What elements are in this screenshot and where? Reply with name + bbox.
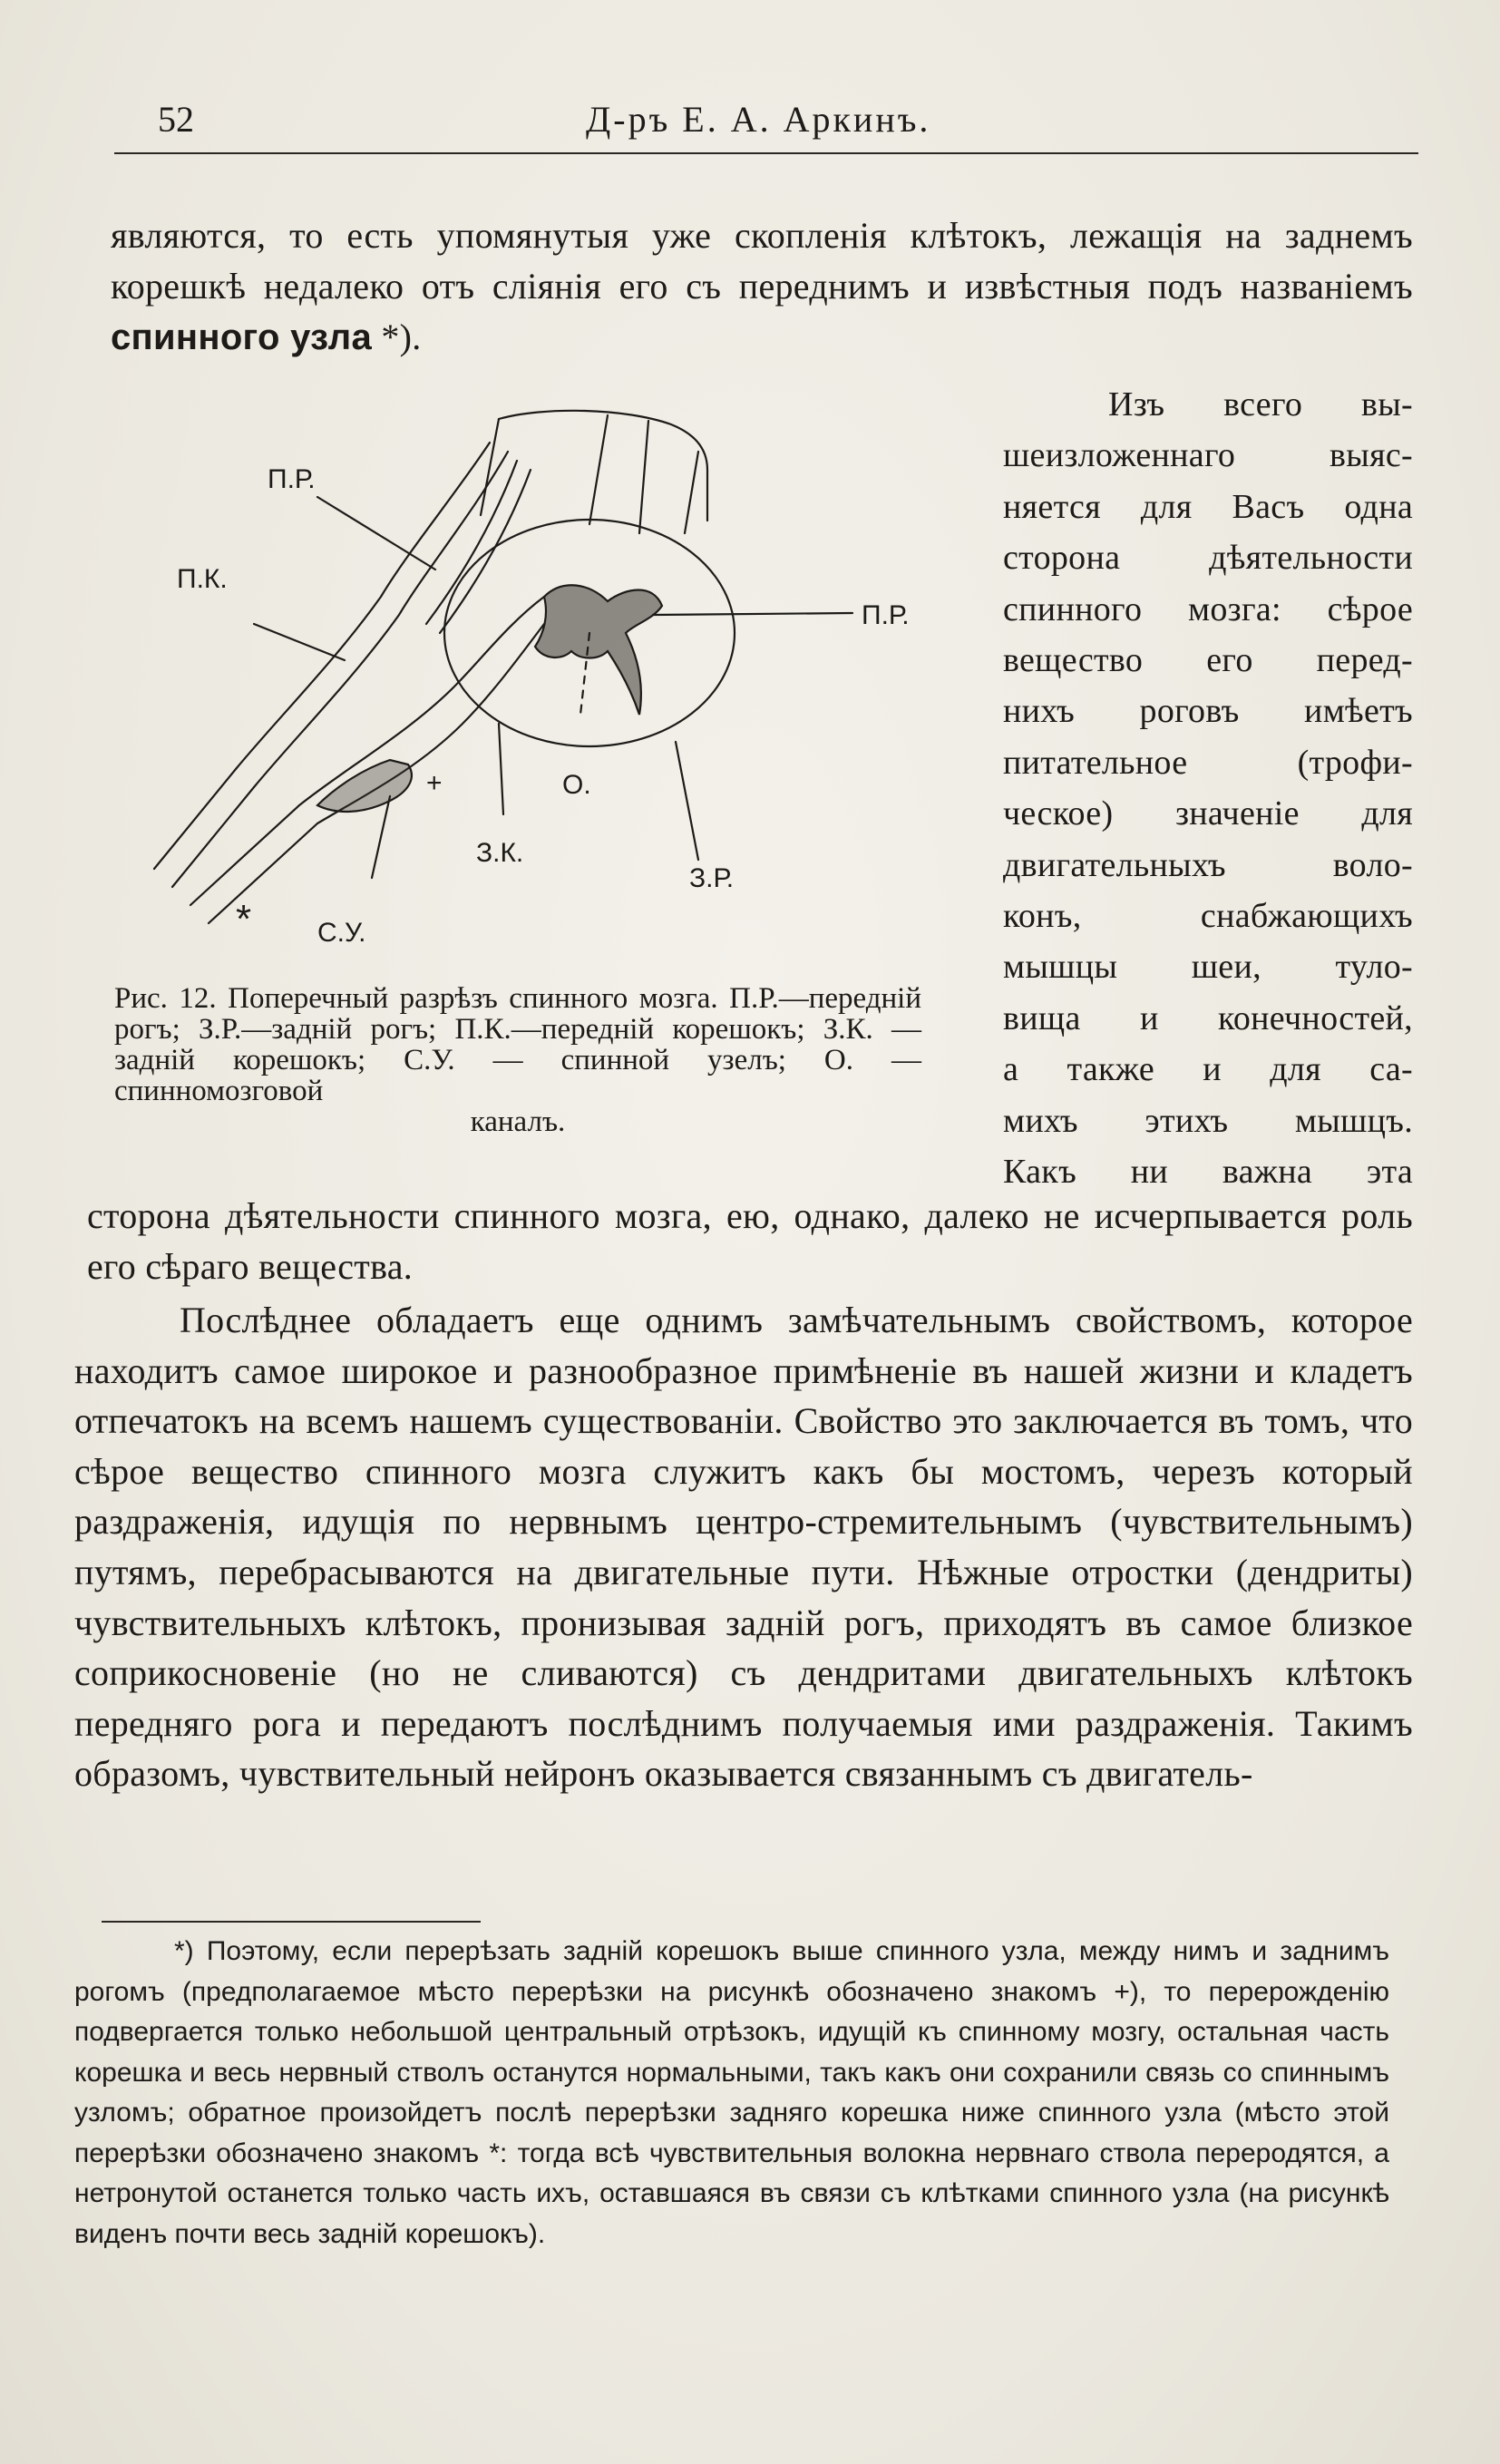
spinal-cord-illustration: П.Р. П.К. П.Р. + О. З.К. З.Р. * С.У. [152, 409, 910, 948]
pointer-su [370, 794, 392, 880]
pointer-pk [252, 622, 346, 662]
label-zk: З.К. [476, 838, 523, 868]
central-canal-dashes [579, 631, 591, 716]
footnote-divider [102, 1921, 481, 1923]
side-line: Какъ ни важна эта [1003, 1153, 1413, 1192]
label-zr: З.Р. [689, 863, 734, 893]
continuation-paragraph: сторона дѣятельности спинного мозга, ею,… [87, 1195, 1413, 1287]
label-pr-right: П.Р. [862, 600, 910, 630]
side-line: ческое) значеніе для [1003, 794, 1413, 833]
anterior-root-fiber [424, 459, 519, 626]
caption-text: Рис. 12. Поперечный разрѣзъ спинного моз… [114, 982, 921, 1107]
side-line: нихъ роговъ имѣетъ [1003, 692, 1413, 731]
label-star: * [236, 897, 251, 941]
posterior-root-upper [189, 595, 546, 907]
footnote: *) Поэтому, если перерѣзать задній кореш… [74, 1932, 1389, 2255]
side-line: спинного мозга: сѣрое [1003, 589, 1413, 628]
main-paragraph-text: Послѣднее обладаетъ еще однимъ замѣчател… [74, 1300, 1413, 1795]
caption-last-line: каналъ. [470, 1105, 566, 1138]
side-line: а также и для са- [1003, 1050, 1413, 1089]
main-paragraph: Послѣднее обладаетъ еще однимъ замѣчател… [74, 1295, 1413, 1799]
intro-bold-term: спинного узла [111, 317, 373, 357]
side-line: конъ, снабжающихъ [1003, 897, 1413, 936]
section-top-edge [497, 409, 709, 522]
page-header: 52 Д-ръ Е. А. Аркинъ. [114, 94, 1418, 154]
section-face-line [638, 419, 650, 535]
pointer-pr-top [316, 495, 437, 571]
posterior-root-lower [207, 622, 546, 925]
side-line: михъ этихъ мышцъ. [1003, 1101, 1413, 1140]
spinal-ganglion-shape [316, 758, 414, 813]
side-line: мышцы шеи, туло- [1003, 948, 1413, 987]
side-line: шеизложеннаго выяс- [1003, 436, 1413, 475]
spinal-cord-figure: П.Р. П.К. П.Р. + О. З.К. З.Р. * С.У. [118, 388, 952, 969]
section-left-edge [479, 417, 501, 517]
label-su: С.У. [317, 918, 365, 948]
pointer-zk [497, 722, 505, 816]
pointer-zr [674, 740, 700, 862]
anterior-root-upper [152, 441, 492, 871]
pointer-pr-right [651, 611, 854, 617]
label-o: О. [562, 770, 591, 800]
side-column: Изъ всего вы- шеизложеннаго выяс- няется… [1003, 379, 1413, 1198]
spinal-cord-outline [443, 518, 736, 748]
side-line: вещество его перед- [1003, 641, 1413, 680]
running-head: Д-ръ Е. А. Аркинъ. [586, 99, 931, 140]
label-plus: + [426, 768, 443, 798]
intro-text-after: *). [372, 317, 422, 357]
side-line: няется для Васъ одна [1003, 487, 1413, 526]
footnote-text: *) Поэтому, если перерѣзать задній кореш… [74, 1936, 1389, 2249]
page-number: 52 [158, 99, 194, 140]
anterior-root-fiber [438, 468, 532, 635]
side-line: Изъ всего вы- [1108, 385, 1413, 424]
anterior-root-lower [170, 450, 510, 889]
gray-matter-shape [533, 584, 664, 716]
figure-caption: Рис. 12. Поперечный разрѣзъ спинного моз… [114, 983, 921, 1137]
side-line: питательное (трофи- [1003, 743, 1413, 782]
section-face-line [588, 414, 609, 526]
label-pr-top: П.Р. [268, 464, 316, 494]
label-pk: П.К. [177, 564, 228, 594]
side-line: двигательныхъ воло- [1003, 845, 1413, 884]
side-line: сторона дѣятельности [1003, 539, 1413, 578]
intro-paragraph: являются, то есть упомянутыя уже скоплен… [111, 210, 1413, 363]
side-line: вища и конечностей, [1003, 998, 1413, 1037]
section-face-line [683, 450, 700, 535]
intro-text-before: являются, то есть упомянутыя уже скоплен… [111, 215, 1413, 307]
